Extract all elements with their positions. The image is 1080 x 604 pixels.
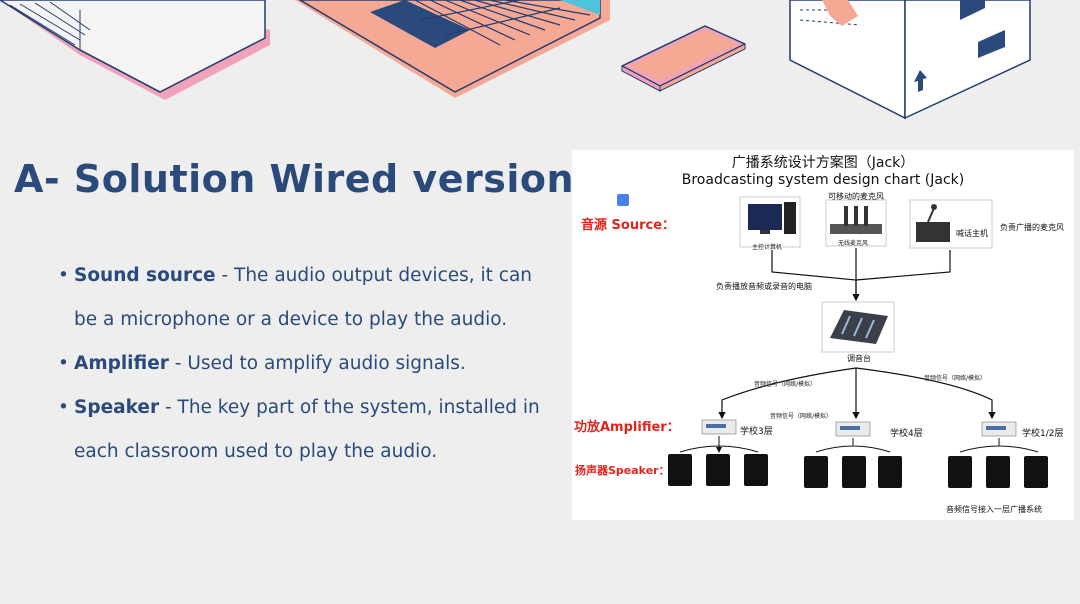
floor-12-label: 学校1/2层 [1022,429,1064,439]
broadcast-diagram: 广播系统设计方案图（Jack） Broadcasting system desi… [572,150,1074,520]
source-label: 音源 Source： [581,218,676,233]
floor-3-label: 学校3层 [740,427,773,437]
floor-4-label: 学校4层 [890,429,923,439]
signal-mid-label: 音频信号（网络/模拟） [770,413,833,420]
amplifier-label: 功放Amplifier： [574,420,680,435]
amplifier-middle-icon [835,421,871,437]
diagram-title-en: Broadcasting system design chart (Jack) [681,172,965,188]
computer-icon [739,196,801,248]
signal-right-label: 音频信号（网络/模拟） [924,375,987,382]
mobile-mic-label: 可移动的麦克风 [828,192,884,201]
amplifier-right-icon [981,421,1017,437]
mixer-label: 调音台 [847,354,871,363]
box-illustration [789,0,1031,120]
paging-host-icon [909,199,993,249]
translate-badge-icon [617,194,629,206]
signal-left-label: 音频信号（网络/模拟） [754,381,817,388]
bullet-amplifier: Amplifier - Used to amplify audio signal… [58,342,558,386]
broadcast-mic-note: 负责广播的麦克风 [1000,223,1064,232]
speaker-group-middle [804,456,902,488]
computer-label: 主控计算机 [752,244,783,251]
mixer-icon [821,301,895,353]
diagram-graphics [617,194,1048,488]
bottom-note: 音频信号接入一层广播系统 [946,505,1042,514]
speaker-group-right [948,456,1048,488]
speaker-group-left [668,454,768,486]
bullet-speaker: Speaker - The key part of the system, in… [58,386,558,474]
phone-illustration [621,25,746,92]
computer-note: 负责播放音频或录音的电脑 [716,282,812,291]
bullet-sound-source: Sound source - The audio output devices,… [58,254,558,342]
speaker-label: 扬声器Speaker： [575,464,670,477]
diagram-title-zh: 广播系统设计方案图（Jack） [731,155,915,171]
book-illustration [0,0,270,100]
laptop-illustration [295,0,610,98]
wireless-mic-icon [825,199,887,247]
bullet-list: Sound source - The audio output devices,… [58,254,558,474]
wireless-mic-label: 无线麦克风 [838,240,869,247]
paging-host-label: 喊话主机 [956,229,988,238]
amplifier-left-icon [701,419,737,435]
slide-title: A- Solution Wired version [14,157,575,202]
decorative-illustration [0,0,1031,120]
